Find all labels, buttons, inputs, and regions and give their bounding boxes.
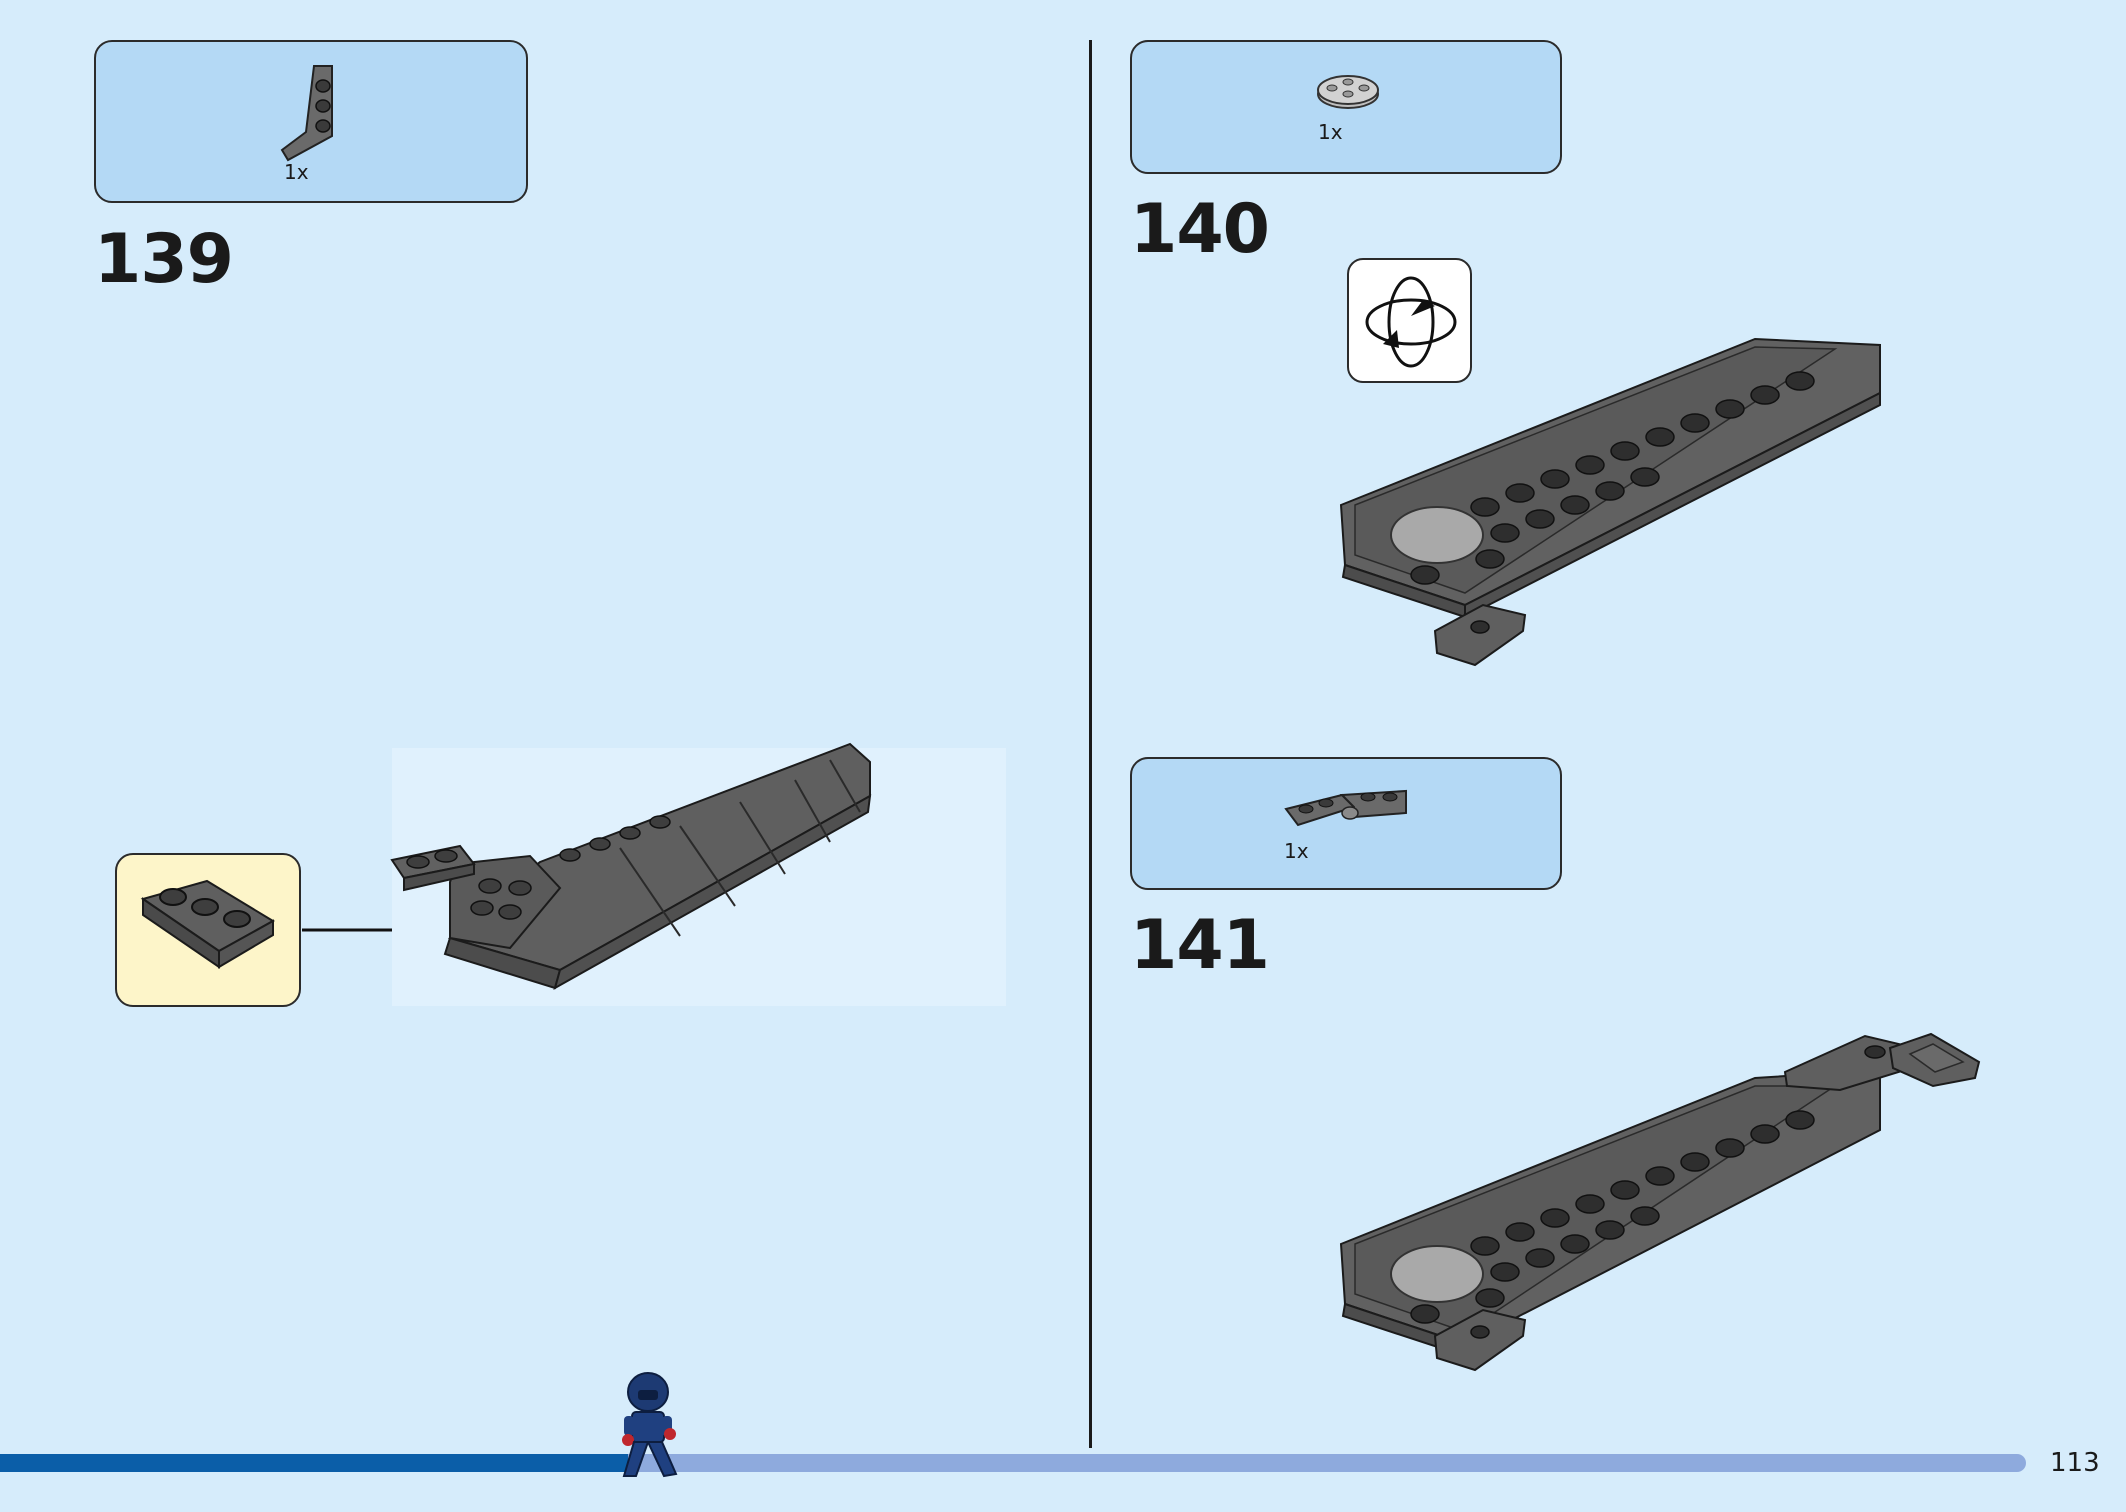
wedge-plate-subassembly-icon bbox=[140, 879, 275, 969]
step-number-139: 139 bbox=[94, 220, 234, 299]
page-divider bbox=[1089, 40, 1092, 1448]
progress-bar-fill bbox=[0, 1454, 629, 1472]
rotate-model-icon bbox=[1347, 258, 1472, 383]
progress-bar bbox=[0, 1454, 2026, 1472]
wing-assembly-step-140 bbox=[1339, 337, 1881, 667]
part-quantity: 1x bbox=[1284, 839, 1309, 863]
parts-list-box-step-139: 1x bbox=[94, 40, 528, 203]
step-number-140: 140 bbox=[1130, 190, 1270, 269]
minifigure-icon bbox=[622, 1372, 678, 1478]
part-quantity: 1x bbox=[284, 160, 309, 184]
wedge-plate-icon bbox=[280, 65, 333, 162]
subassembly-callout bbox=[115, 853, 301, 1007]
part-quantity: 1x bbox=[1318, 120, 1343, 144]
parts-list-box-step-141: 1x bbox=[1130, 757, 1562, 890]
hinge-plate-icon bbox=[1284, 789, 1407, 827]
page-number: 113 bbox=[2050, 1448, 2100, 1478]
wing-assembly-step-141 bbox=[1339, 1032, 1981, 1372]
wing-assembly-step-139 bbox=[390, 742, 872, 991]
step-number-141: 141 bbox=[1130, 906, 1270, 985]
round-plate-icon bbox=[1317, 75, 1379, 109]
parts-list-box-step-140: 1x bbox=[1130, 40, 1562, 174]
